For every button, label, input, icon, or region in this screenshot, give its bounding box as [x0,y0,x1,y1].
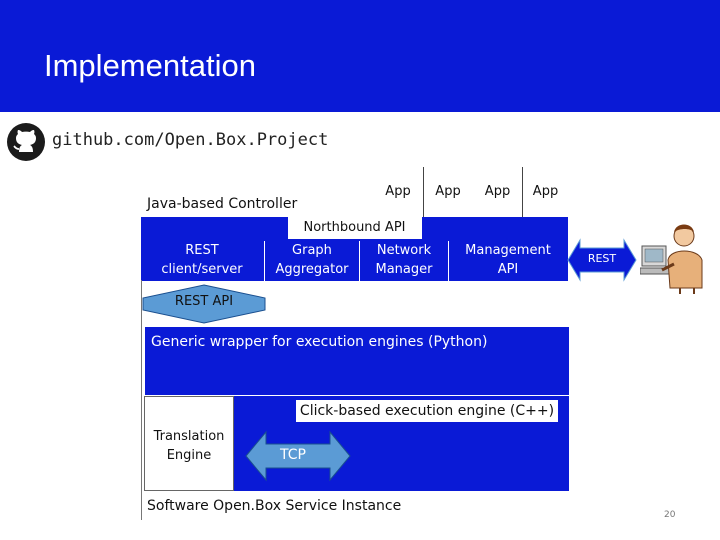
graph-aggregator-module: Graph Aggregator [266,241,358,279]
module-line: client/server [161,262,243,277]
translation-engine-line: Translation [153,429,225,444]
module-line: Graph [292,243,332,258]
github-icon [7,123,45,161]
controller-label: Java-based Controller [147,196,298,212]
module-row [141,239,568,281]
module-line: Aggregator [275,262,349,277]
tcp-label: TCP [280,447,306,463]
rest-double-arrow [567,238,637,282]
app-box: App [473,167,523,217]
module-divider [448,241,449,281]
person-computer-icon [640,224,703,294]
northbound-label: Northbound API [287,217,422,239]
module-divider [359,241,360,281]
app-label: App [435,184,461,199]
module-line: REST [185,243,219,258]
app-label: App [385,184,411,199]
module-line: Network [376,243,432,258]
service-instance-border [141,280,142,520]
title-bar [0,0,720,112]
service-instance-label: Software Open.Box Service Instance [147,498,402,514]
rest-api-label: REST API [174,294,234,309]
app-box: App [523,167,568,217]
tcp-double-arrow [245,430,351,482]
click-engine-label: Click-based execution engine (C++) [299,403,555,419]
app-box: App [423,167,473,217]
github-link[interactable]: github.com/Open.Box.Project [52,130,329,150]
management-api-module: Management API [450,241,566,279]
app-divider [423,167,424,217]
app-label: App [532,184,559,199]
app-box: App [373,167,423,217]
northbound-bar: Northbound API [141,217,568,239]
app-label: App [484,184,511,199]
translation-engine-line: Engine [166,448,212,463]
network-manager-module: Network Manager [361,241,447,279]
page-number: 20 [664,510,676,520]
click-engine-label-bg: Click-based execution engine (C++) [296,400,558,422]
rest-api-arrow [142,284,266,324]
rest-arrow-label: REST [587,252,617,265]
generic-wrapper-box: Generic wrapper for execution engines (P… [145,327,569,395]
generic-wrapper-label: Generic wrapper for execution engines (P… [151,334,488,350]
rest-client-module: REST client/server [141,241,263,279]
translation-engine-box: Translation Engine [144,396,234,491]
module-line: Manager [375,262,433,277]
module-divider [264,241,265,281]
slide-title: Implementation [44,48,256,83]
module-line: API [497,262,519,277]
module-line: Management [465,243,551,258]
